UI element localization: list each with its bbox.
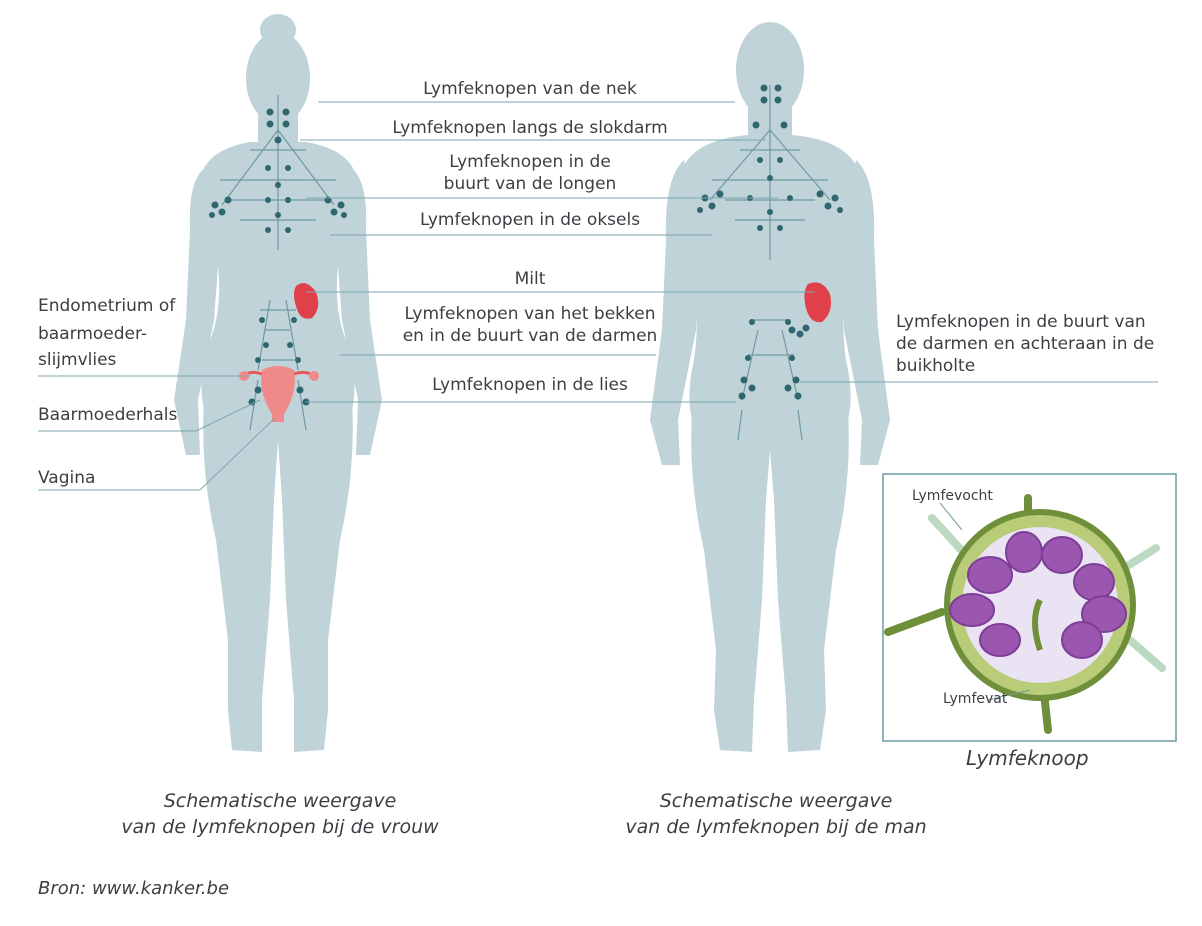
label-spleen: Milt <box>514 269 546 289</box>
label-lung-nodes-line1: Lymfeknopen in de <box>449 152 611 172</box>
label-endometrium-line2: baarmoeder- <box>38 324 148 344</box>
lymph-node-inset <box>882 473 1177 742</box>
label-abdomen-nodes-line3: buikholte <box>896 356 976 376</box>
label-endometrium-line3: slijmvlies <box>38 350 117 370</box>
label-lymph-vessel: Lymfevat <box>943 691 1008 707</box>
label-endometrium-line1: Endometrium of <box>38 296 176 316</box>
caption-man-line1: Schematische weergave <box>659 790 893 812</box>
label-cervix: Baarmoederhals <box>38 405 178 425</box>
label-armpit-nodes: Lymfeknopen in de oksels <box>419 210 641 230</box>
label-abdomen-nodes-line1: Lymfeknopen in de buurt van <box>896 312 1146 332</box>
label-groin-nodes: Lymfeknopen in de lies <box>432 375 628 395</box>
label-lung-nodes-line2: buurt van de longen <box>443 174 617 194</box>
label-pelvis-nodes-line1: Lymfeknopen van het bekken <box>404 304 656 324</box>
caption-woman-line1: Schematische weergave <box>163 790 397 812</box>
male-body-silhouette <box>650 22 890 752</box>
inset-title: Lymfeknoop <box>966 746 1089 770</box>
female-lymph-nodes <box>220 95 336 431</box>
caption-woman-line2: van de lymfeknopen bij de vrouw <box>121 816 439 838</box>
source-credit: Bron: www.kanker.be <box>38 878 230 899</box>
leader-lines <box>38 101 1158 491</box>
label-lymph-fluid: Lymfevocht <box>912 488 993 504</box>
label-abdomen-nodes-line2: de darmen en achteraan in de <box>896 334 1155 354</box>
label-neck-nodes: Lymfeknopen van de nek <box>423 79 637 99</box>
caption-man-line2: van de lymfeknopen bij de man <box>625 816 927 838</box>
label-pelvis-nodes-line2: en in de buurt van de darmen <box>402 326 658 346</box>
label-vagina: Vagina <box>38 468 96 488</box>
label-esophagus-nodes: Lymfeknopen langs de slokdarm <box>392 118 668 138</box>
